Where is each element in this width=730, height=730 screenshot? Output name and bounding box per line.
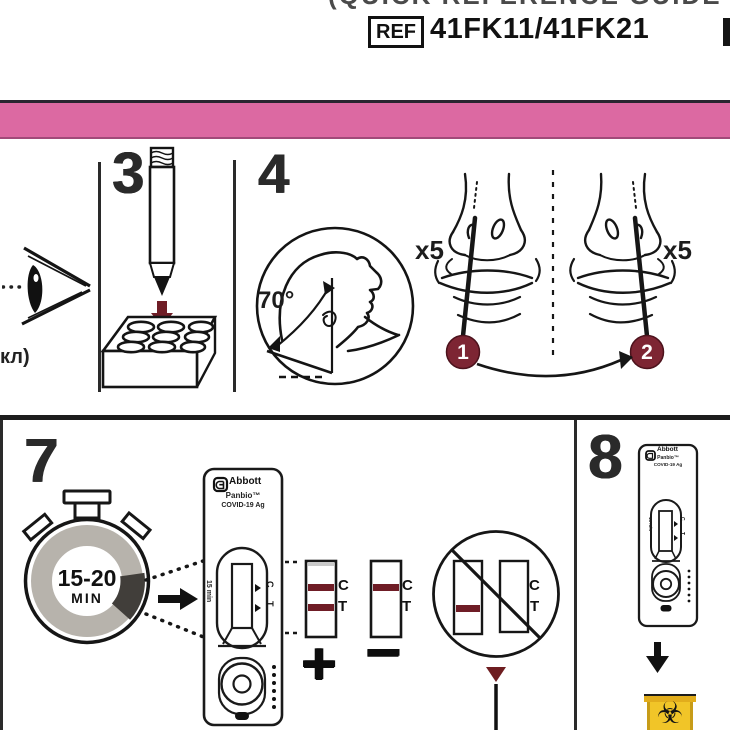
negative-control-label: C: [402, 577, 413, 594]
extraction-tube-icon: [148, 146, 176, 296]
cassette-to-strip-dashes: [285, 560, 301, 635]
ref-code: 41FK11/41FK21: [430, 13, 650, 45]
biohazard-bin-lid: [644, 694, 696, 702]
timer-unit-label: MIN: [71, 590, 103, 606]
negative-symbol: −: [364, 618, 402, 687]
cassette-test-label: T: [679, 532, 685, 536]
angle-arc-arrow-icon: [268, 281, 335, 352]
swab-count-right-label: x5: [663, 235, 692, 265]
control-line: [308, 584, 334, 591]
cassette-assay-label: COVID-19 Ag: [653, 462, 683, 467]
down-arrow-icon: [646, 642, 669, 673]
repeat-arrow-icon: [476, 351, 633, 378]
clipped-page-title: (QUICK REFERENCE GUIDE: [328, 0, 730, 10]
step-7-number: 7: [24, 427, 59, 496]
control-line: [373, 584, 399, 591]
cassette-product-label: Panbio™: [657, 455, 679, 461]
page-title-text: (QUICK REFERENCE GUIDE: [328, 0, 730, 8]
cassette-brand-label: Abbott: [657, 446, 678, 453]
divider-vertical-3: [574, 420, 577, 730]
cassette-control-label: C: [265, 581, 275, 588]
biohazard-icon: ☣: [656, 696, 684, 730]
timer-to-cassette-connector: [144, 558, 208, 640]
dropper-tube-rack-illustration: [100, 146, 218, 389]
timer-value-label: 15-20: [57, 565, 117, 591]
abbott-logo-icon: [645, 450, 656, 461]
pink-band: [0, 100, 730, 139]
invalid-result-icon: [432, 530, 560, 658]
test-line: [308, 604, 334, 611]
angle-label: 70°: [258, 287, 295, 314]
test-line-only: [456, 605, 480, 612]
head-profile-icon: [278, 251, 401, 353]
cassette-window-time-label: 15 min: [648, 517, 653, 532]
step-3-number: 3: [112, 141, 145, 206]
head-tilt-illustration: [255, 226, 415, 386]
strip-window: [230, 562, 254, 630]
ref-symbol: REF: [368, 16, 424, 48]
nasal-swab-illustration: [425, 170, 725, 378]
cassette-brand-label: Abbott: [229, 476, 262, 487]
cassette-product-label: Panbio™: [225, 491, 261, 500]
divider-vertical-2: [233, 160, 236, 392]
swab-count-left-label: x5: [415, 235, 444, 265]
stopwatch-icon: [21, 489, 153, 645]
left-nostril-swab-icon: [435, 174, 540, 369]
invalid-test-label: T: [530, 598, 540, 615]
right-nostril-swab-icon: [570, 174, 675, 369]
positive-control-label: C: [338, 577, 349, 594]
invalid-control-label: C: [529, 577, 540, 594]
cassette-window-time-label: 15 min: [205, 580, 212, 603]
step-4-number: 4: [258, 142, 290, 205]
cut-off-edge-mark: [723, 18, 730, 46]
used-cassette-illustration: [637, 443, 699, 628]
positive-strip-icon: [304, 559, 338, 639]
invalid-pointer-icon: [486, 667, 506, 730]
nostril-order-badge-2: 2: [641, 341, 653, 364]
biohazard-bin: [647, 702, 693, 730]
negative-test-label: T: [402, 598, 412, 615]
nostril-order-badge-1: 1: [457, 341, 469, 364]
cassette-assay-label: COVID-19 Ag: [221, 502, 265, 509]
step-8-number: 8: [588, 423, 623, 492]
control-line-marker: [255, 584, 261, 592]
positive-test-label: T: [338, 598, 348, 615]
divider-vertical-left: [0, 420, 3, 730]
prohibition-slash: [450, 548, 543, 641]
test-line-marker: [255, 604, 261, 612]
positive-symbol: +: [301, 630, 337, 697]
test-cassette-illustration: [202, 467, 284, 727]
divider-horizontal: [0, 415, 730, 420]
cut-off-caption-text: кл): [0, 346, 30, 368]
abbott-logo-icon: [212, 476, 229, 493]
cassette-test-label: T: [265, 601, 275, 607]
divider-vertical-1: [98, 162, 101, 392]
negative-strip-icon: [369, 559, 403, 639]
eye-icon: [2, 246, 91, 326]
cassette-control-label: C: [679, 517, 685, 521]
tube-rack-icon: [100, 315, 218, 389]
right-arrow-icon: [158, 588, 198, 610]
